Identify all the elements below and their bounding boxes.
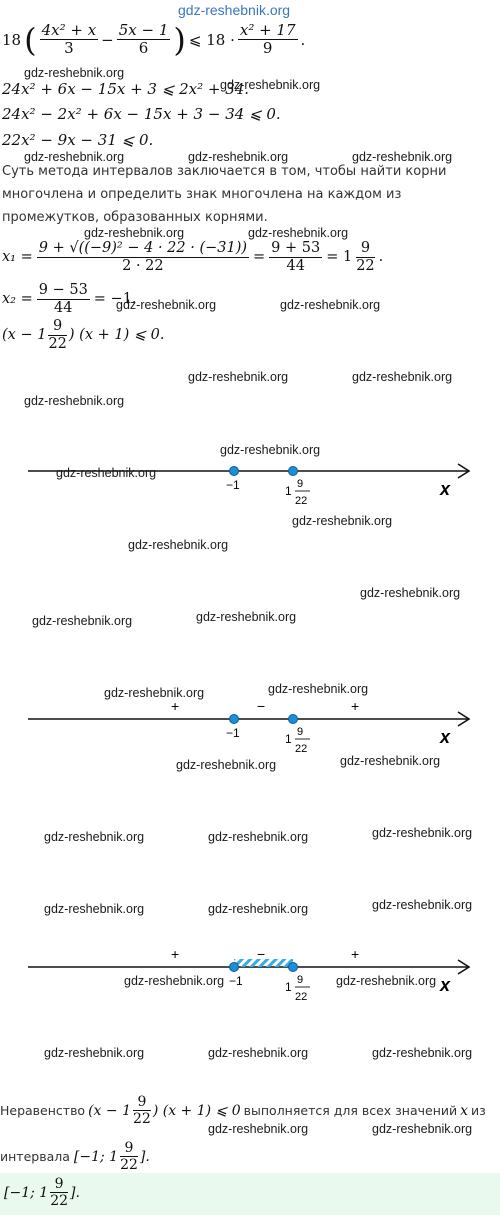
root-x1: x₁ = 9 + √((−9)² − 4 · 22 · (−31)) 2 · 2… <box>2 240 384 274</box>
sign-left: + <box>171 946 179 962</box>
eq1-close-paren: ) <box>173 20 186 59</box>
watermark: gdz-reshebnik.org <box>44 902 145 916</box>
equation-2: 24x² + 6x − 15x + 3 ⩽ 2x² + 34. <box>2 80 250 98</box>
watermark: gdz-reshebnik.org <box>176 758 277 772</box>
watermark: gdz-reshebnik.org <box>372 826 473 840</box>
eq1-open-paren: ( <box>24 20 37 59</box>
watermark: gdz-reshebnik.org <box>208 1046 309 1060</box>
factored-inequality: (x − 1 9 22 ) (x + 1) ⩽ 0. <box>2 318 165 352</box>
watermark: gdz-reshebnik.org <box>268 682 369 696</box>
sign-right: + <box>351 946 359 962</box>
watermark: gdz-reshebnik.org <box>44 1046 145 1060</box>
root-point <box>229 962 239 972</box>
watermark: gdz-reshebnik.org <box>352 370 453 384</box>
answer-interval: [−1; 1 9 22 ]. <box>4 1176 80 1210</box>
watermark: gdz-reshebnik.org <box>220 443 321 457</box>
watermark: gdz-reshebnik.org <box>196 610 297 624</box>
watermark: gdz-reshebnik.org <box>128 538 229 552</box>
axis-label: x <box>439 975 451 995</box>
sign-middle: − <box>257 698 265 714</box>
watermark-top: gdz-reshebnik.org <box>178 2 291 18</box>
method-explanation: Суть метода интервалов заключается в том… <box>2 164 447 225</box>
watermark: gdz-reshebnik.org <box>104 686 205 700</box>
number-line-solution: + − + −1 1 9 22 x <box>28 946 471 1003</box>
watermark: gdz-reshebnik.org <box>116 298 217 312</box>
watermark: gdz-reshebnik.org <box>24 150 125 164</box>
axis-label: x <box>439 727 451 747</box>
watermark: gdz-reshebnik.org <box>208 902 309 916</box>
eq1-coefficient: 18 <box>2 30 22 49</box>
eq1-fraction-1: 4x² + x 3 <box>39 21 99 58</box>
root-point <box>288 962 298 972</box>
watermark: gdz-reshebnik.org <box>188 150 289 164</box>
watermark: gdz-reshebnik.org <box>24 394 125 408</box>
root-point <box>229 466 239 476</box>
sign-middle: − <box>257 946 265 962</box>
axis-arrow <box>457 711 471 727</box>
watermark: gdz-reshebnik.org <box>248 226 349 240</box>
watermark: gdz-reshebnik.org <box>372 898 473 912</box>
watermark: gdz-reshebnik.org <box>292 514 393 528</box>
solution-hatch <box>234 959 293 967</box>
sign-left: + <box>171 698 179 714</box>
watermark: gdz-reshebnik.org <box>44 830 145 844</box>
root-label-2-den: 22 <box>295 495 307 507</box>
watermark: gdz-reshebnik.org <box>340 754 441 768</box>
axis-label: x <box>439 479 451 499</box>
conclusion-line-1: Неравенство (x − 1 9 22 ) (x + 1) ⩽ 0 вы… <box>0 1094 486 1128</box>
axis-arrow <box>457 463 471 479</box>
equation-4: 22x² − 9x − 31 ⩽ 0. <box>2 131 154 149</box>
root-x2: x₂ = 9 − 53 44 = −1. <box>2 282 137 316</box>
watermark: gdz-reshebnik.org <box>280 298 381 312</box>
equation-3: 24x² − 2x² + 6x − 15x + 3 − 34 ⩽ 0. <box>2 105 281 123</box>
root-point <box>229 714 239 724</box>
watermark: gdz-reshebnik.org <box>336 974 437 988</box>
watermark: gdz-reshebnik.org <box>56 466 157 480</box>
root-label-2-num: 9 <box>297 478 303 490</box>
watermark: gdz-reshebnik.org <box>188 370 289 384</box>
watermark: gdz-reshebnik.org <box>208 830 309 844</box>
root-label-1: −1 <box>226 478 240 492</box>
conclusion-line-2: интервала [−1; 1 9 22 ]. <box>0 1140 150 1174</box>
watermark: gdz-reshebnik.org <box>208 1122 309 1136</box>
root-point <box>288 714 298 724</box>
axis-arrow <box>457 959 471 975</box>
watermark: gdz-reshebnik.org <box>32 614 133 628</box>
root-point <box>288 466 298 476</box>
watermark: gdz-reshebnik.org <box>372 1122 473 1136</box>
root-label-1: −1 <box>229 974 243 988</box>
sign-right: + <box>351 698 359 714</box>
watermark: gdz-reshebnik.org <box>84 226 185 240</box>
watermark: gdz-reshebnik.org <box>24 66 125 80</box>
watermark: gdz-reshebnik.org <box>352 150 453 164</box>
watermark: gdz-reshebnik.org <box>372 1046 473 1060</box>
watermark: gdz-reshebnik.org <box>124 974 225 988</box>
root-label-2-den: 22 <box>295 991 307 1003</box>
root-label-2-num: 9 <box>297 974 303 986</box>
watermark: gdz-reshebnik.org <box>360 586 461 600</box>
number-line-signs: + − + −1 1 9 22 x <box>28 698 471 755</box>
root-label-1: −1 <box>226 726 240 740</box>
equation-1: 18 ( 4x² + x 3 − 5x − 1 6 ) ⩽ 18 · x² + … <box>2 20 306 59</box>
eq1-fraction-3: x² + 17 9 <box>237 21 298 58</box>
root-label-2-den: 22 <box>295 743 307 755</box>
number-line-roots: −1 1 9 22 x <box>28 463 471 507</box>
watermark: gdz-reshebnik.org <box>220 78 321 92</box>
answer-box: [−1; 1 9 22 ]. <box>0 1173 500 1215</box>
eq1-fraction-2: 5x − 1 6 <box>116 21 171 58</box>
root-label-2-num: 9 <box>297 726 303 738</box>
root-label-2-whole: 1 <box>285 484 292 498</box>
root-label-2-whole: 1 <box>285 732 292 746</box>
root-label-2-whole: 1 <box>285 980 292 994</box>
